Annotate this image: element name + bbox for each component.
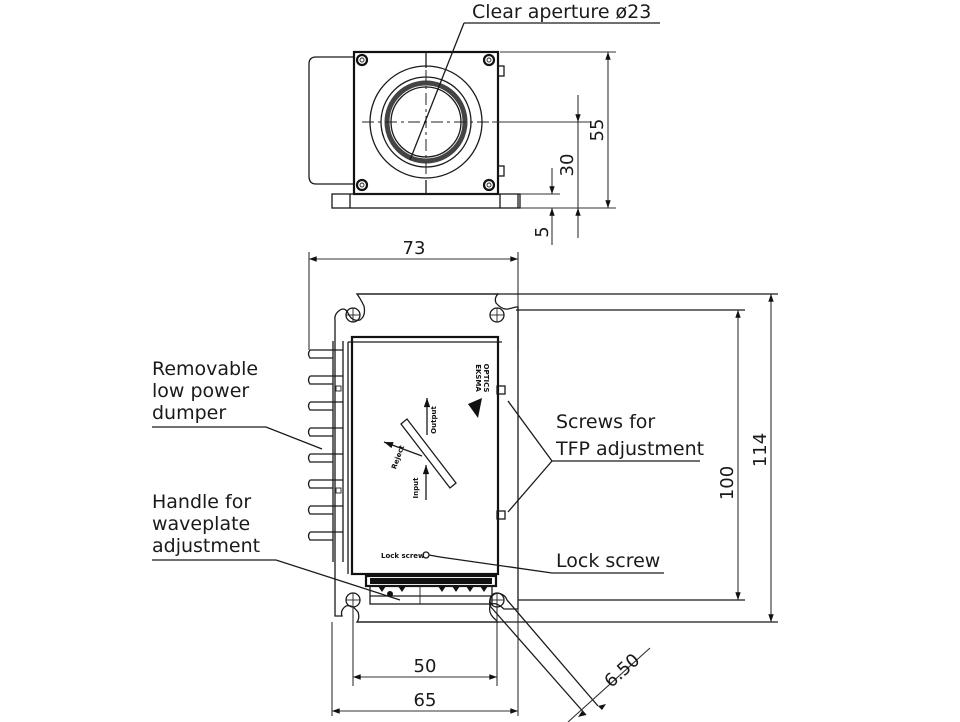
tfp-label-line2: TFP adjustment — [555, 438, 704, 460]
dim-100-label: 100 — [717, 466, 738, 500]
base-plate — [331, 193, 521, 209]
lock-screw-leader — [439, 556, 664, 574]
brand-logo: EKSMA OPTICS — [468, 364, 490, 418]
brand-line-1: EKSMA — [474, 364, 482, 392]
lock-screw-engraving: Lock screw — [381, 552, 425, 560]
dumper-label-line2: low power — [152, 380, 249, 402]
top-view: 73 — [152, 238, 778, 722]
beam-reject-arrow — [383, 441, 423, 457]
dim-650-label: 6.50 — [600, 650, 644, 692]
aperture-leader — [409, 22, 465, 161]
lock-screw-label: Lock screw — [556, 550, 660, 572]
side-tab — [497, 165, 505, 177]
brand-logo-icon — [468, 398, 482, 418]
beam-in-label: Input — [412, 477, 420, 499]
main-housing — [350, 335, 500, 576]
mounting-slot — [489, 592, 599, 716]
side-tab — [497, 65, 505, 77]
waveplate-handle — [364, 574, 498, 605]
tfp-leader-lower — [507, 460, 553, 513]
handle-label-line3: adjustment — [152, 535, 260, 557]
brand-line-2: OPTICS — [482, 364, 490, 393]
dim-114-label: 114 — [750, 433, 771, 467]
front-view: Clear aperture ø23 55 30 5 — [308, 1, 660, 245]
dim-55-label: 55 — [587, 119, 608, 142]
dumper-label-line3: dumper — [152, 402, 226, 424]
base-plate-outline — [334, 293, 519, 623]
dim-65-label: 65 — [414, 690, 437, 711]
corner-screw-icon — [355, 53, 496, 192]
beam-out-label: Output — [430, 406, 438, 434]
dim-650-line — [567, 647, 651, 722]
dim-73-label: 73 — [403, 238, 426, 259]
dumper-heatsink — [307, 341, 344, 562]
tfp-label-line1: Screws for — [556, 411, 655, 433]
dim-50-label: 50 — [414, 656, 437, 677]
tfp-plate — [400, 418, 457, 489]
dim-30-label: 30 — [557, 154, 578, 177]
dumper-label-line1: Removable — [152, 358, 258, 380]
tfp-screw-icon — [496, 385, 506, 395]
handle-label-line2: waveplate — [152, 513, 250, 535]
dim-5-label: 5 — [532, 226, 553, 237]
side-housing — [308, 56, 354, 185]
handle-label-line1: Handle for — [152, 491, 251, 513]
tfp-screw-icon — [496, 510, 506, 520]
beam-reject-label: Reject — [390, 444, 406, 471]
dumper-leader — [152, 426, 323, 450]
handle-leader — [152, 559, 401, 601]
aperture-label: Clear aperture ø23 — [472, 1, 651, 23]
